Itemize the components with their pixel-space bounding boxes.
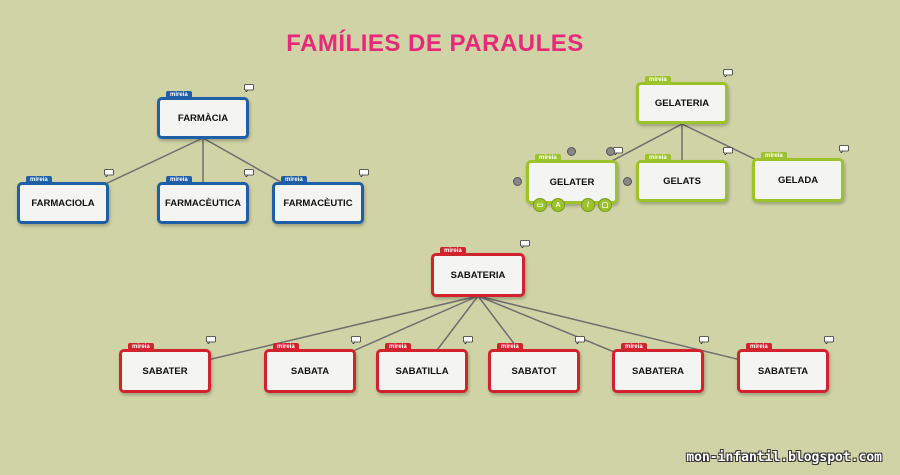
node-label: GELATS [663,175,701,187]
author-tag: mireia [26,176,52,184]
image-icon[interactable]: ▭ [533,198,547,212]
comment-icon[interactable] [699,336,709,344]
page-title: FAMÍLIES DE PARAULES [286,30,584,57]
comment-icon[interactable] [351,336,361,344]
comment-icon[interactable] [359,169,369,177]
node-gelada[interactable]: mireia GELADA [752,145,849,202]
comment-icon[interactable] [723,147,733,155]
comment-icon[interactable] [244,169,254,177]
node-label: SABATERIA [450,269,506,281]
text-icon[interactable]: A [551,198,565,212]
node-label: FARMACIOLA [31,197,95,209]
node-label: GELATERIA [654,97,710,109]
comment-icon[interactable] [839,145,849,153]
comment-icon[interactable] [463,336,473,344]
author-tag: mireia [166,91,192,99]
node-sabateta[interactable]: mireia SABATETA [737,336,834,393]
comment-icon[interactable] [824,336,834,344]
node-label: SABATER [142,365,188,377]
node-farmacia[interactable]: mireia FARMÀCIA [157,84,254,139]
node-gelateria[interactable]: mireia GELATERIA [636,69,733,124]
node-label: SABATERA [631,365,685,377]
author-tag: mireia [273,343,299,351]
comment-icon[interactable] [244,84,254,92]
node-gelats[interactable]: mireia GELATS [636,147,733,202]
node-label: SABATA [290,365,330,377]
author-tag: mireia [761,152,787,160]
node-farmaceutic[interactable]: mireia FARMACÈUTIC [272,169,369,224]
resize-handle-top[interactable] [567,147,576,156]
author-tag: mireia [128,343,154,351]
resize-handle-right[interactable] [623,177,632,186]
node-sabater[interactable]: mireia SABATER [119,336,216,393]
node-label: FARMACÈUTIC [283,197,353,209]
author-tag: mireia [497,343,523,351]
author-tag: mireia [440,247,466,255]
author-tag: mireia [645,154,671,162]
node-label: FARMÀCIA [177,112,229,124]
comment-icon[interactable] [206,336,216,344]
resize-handle-top-right[interactable] [606,147,615,156]
author-tag: mireia [166,176,192,184]
author-tag: mireia [535,154,561,162]
author-tag: mireia [281,176,307,184]
node-label: GELADA [777,174,819,186]
edit-icon[interactable]: / [581,198,595,212]
node-sabatera[interactable]: mireia SABATERA [612,336,709,393]
comment-icon[interactable] [104,169,114,177]
node-label: GELATER [549,176,595,188]
watermark: mon-infantil.blogspot.com [686,450,882,465]
author-tag: mireia [621,343,647,351]
node-farmaceutica[interactable]: mireia FARMACÈUTICA [157,169,254,224]
author-tag: mireia [746,343,772,351]
resize-handle-left[interactable] [513,177,522,186]
node-sabatilla[interactable]: mireia SABATILLA [376,336,473,393]
node-farmaciola[interactable]: mireia FARMACIOLA [17,169,114,224]
node-label: SABATETA [757,365,809,377]
node-label: FARMACÈUTICA [165,197,241,209]
node-sabateria[interactable]: mireia SABATERIA [431,240,530,297]
node-sabata[interactable]: mireia SABATA [264,336,361,393]
comment-icon[interactable] [575,336,585,344]
comment-icon[interactable] [520,240,530,248]
node-label: SABATOT [511,365,557,377]
comment-icon[interactable] [723,69,733,77]
node-sabatot[interactable]: mireia SABATOT [488,336,585,393]
node-label: SABATILLA [395,365,449,377]
node-gelater-selected[interactable]: mireia GELATER [526,147,623,204]
author-tag: mireia [385,343,411,351]
author-tag: mireia [645,76,671,84]
picture-icon[interactable]: ▢ [598,198,612,212]
